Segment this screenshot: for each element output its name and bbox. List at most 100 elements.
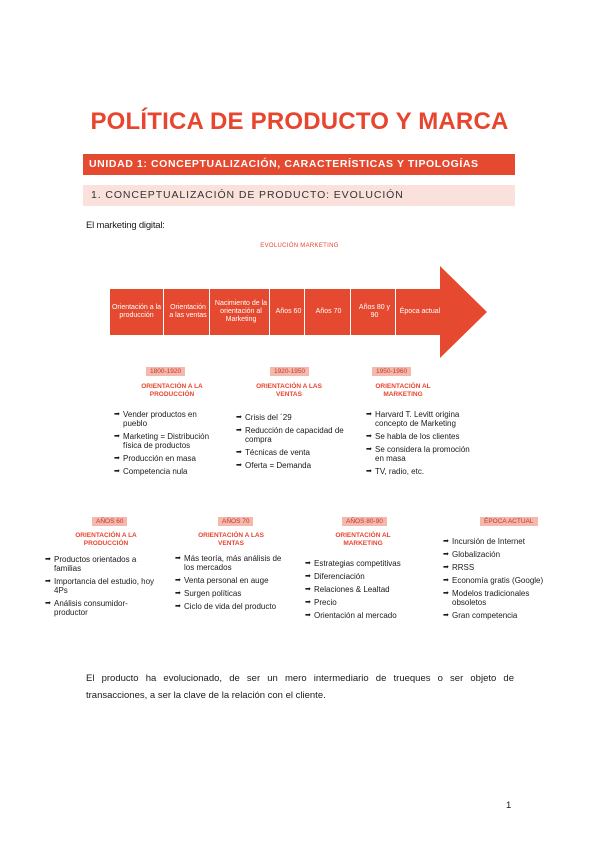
bullet-item: ➡Crisis del ´29 <box>236 413 351 422</box>
arrow-bullet-icon: ➡ <box>114 468 120 475</box>
bullet-text: Importancia del estudio, hoy 4Ps <box>54 577 155 595</box>
bullet-text: Crisis del ´29 <box>245 413 292 422</box>
bullet-text: Venta personal en auge <box>184 576 269 585</box>
stage-box: Nacimiento de la orientación al Marketin… <box>213 289 270 335</box>
arrow-bullet-icon: ➡ <box>366 446 372 453</box>
arrow-bullet-icon: ➡ <box>443 590 449 597</box>
period-heading: ORIENTACIÓN A LAS VENTAS <box>256 383 322 398</box>
bullet-text: Análisis consumidor-productor <box>54 599 128 617</box>
arrow-bullet-icon: ➡ <box>175 555 181 562</box>
period-bullet-list: ➡Harvard T. Levitt origina concepto de M… <box>366 410 474 480</box>
period-tag: 1950-1960 <box>372 367 412 376</box>
arrow-bullet-icon: ➡ <box>443 612 449 619</box>
stage-box: Años 80 y 90 <box>354 289 396 335</box>
bullet-item: ➡Precio <box>305 598 415 607</box>
arrow-bullet-icon: ➡ <box>114 411 120 418</box>
period-bullet-list: ➡Más teoría, más análisis de los mercado… <box>175 554 293 615</box>
bullet-text: Relaciones & Lealtad <box>314 585 390 594</box>
bullet-text: Técnicas de venta <box>245 448 310 457</box>
bullet-text: Se considera la promoción en masa <box>375 445 470 463</box>
bullet-item: ➡Estrategias competitivas <box>305 559 415 568</box>
period-heading: ORIENTACIÓN A LAS VENTAS <box>198 532 264 547</box>
arrow-bullet-icon: ➡ <box>114 433 120 440</box>
bullet-item: ➡Se habla de los clientes <box>366 432 474 441</box>
bullet-text: Más teoría, más análisis de los mercados <box>184 554 282 572</box>
bullet-item: ➡Globalización <box>443 550 553 559</box>
arrow-bullet-icon: ➡ <box>443 564 449 571</box>
bullet-item: ➡Técnicas de venta <box>236 448 351 457</box>
bullet-text: Ciclo de vida del producto <box>184 602 277 611</box>
arrow-bullet-icon: ➡ <box>45 556 51 563</box>
arrow-bullet-icon: ➡ <box>443 551 449 558</box>
bullet-item: ➡RRSS <box>443 563 553 572</box>
bullet-item: ➡Más teoría, más análisis de los mercado… <box>175 554 293 572</box>
bullet-text: Globalización <box>452 550 501 559</box>
arrow-bullet-icon: ➡ <box>305 586 311 593</box>
period-bullet-list: ➡Estrategias competitivas➡Diferenciación… <box>305 559 415 624</box>
stage-box: Época actual <box>398 289 442 335</box>
bullet-text: Economía gratis (Google) <box>452 576 544 585</box>
arrow-bullet-icon: ➡ <box>114 455 120 462</box>
bullet-item: ➡Venta personal en auge <box>175 576 293 585</box>
bullet-item: ➡Importancia del estudio, hoy 4Ps <box>45 577 157 595</box>
arrow-bullet-icon: ➡ <box>443 538 449 545</box>
arrow-bullet-icon: ➡ <box>45 578 51 585</box>
chart-title: EVOLUCIÓN MARKETING <box>260 243 339 249</box>
bullet-text: RRSS <box>452 563 475 572</box>
bullet-item: ➡Diferenciación <box>305 572 415 581</box>
arrow-bullet-icon: ➡ <box>175 577 181 584</box>
bullet-text: Gran competencia <box>452 611 518 620</box>
bullet-text: Modelos tradicionales obsoletos <box>452 589 530 607</box>
arrow-bullet-icon: ➡ <box>236 449 242 456</box>
arrow-bullet-icon: ➡ <box>305 612 311 619</box>
bullet-item: ➡Oferta = Demanda <box>236 461 351 470</box>
bullet-text: Productos orientados a familias <box>54 555 137 573</box>
bullet-text: Harvard T. Levitt origina concepto de Ma… <box>375 410 460 428</box>
bullet-item: ➡Modelos tradicionales obsoletos <box>443 589 553 607</box>
bullet-text: Competencia nula <box>123 467 188 476</box>
bullet-item: ➡Surgen políticas <box>175 589 293 598</box>
arrow-bullet-icon: ➡ <box>305 560 311 567</box>
period-bullet-list: ➡Incursión de Internet➡Globalización➡RRS… <box>443 537 553 624</box>
arrow-bullet-icon: ➡ <box>236 462 242 469</box>
conclusion-paragraph: El producto ha evolucionado, de ser un m… <box>86 673 514 701</box>
period-heading: ORIENTACIÓN AL MARKETING <box>335 532 391 547</box>
bullet-item: ➡Incursión de Internet <box>443 537 553 546</box>
bullet-item: ➡Análisis consumidor-productor <box>45 599 157 617</box>
arrow-bullet-icon: ➡ <box>175 590 181 597</box>
arrow-bullet-icon: ➡ <box>366 468 372 475</box>
stage-box: Orientación a las ventas <box>167 289 210 335</box>
period-heading: ORIENTACIÓN A LA PRODUCCIÓN <box>75 532 137 547</box>
unit-banner: UNIDAD 1: CONCEPTUALIZACIÓN, CARACTERÍST… <box>83 154 515 175</box>
period-tag: AÑOS 70 <box>218 517 254 526</box>
page-title: POLÍTICA DE PRODUCTO Y MARCA <box>90 108 509 135</box>
arrow-bullet-icon: ➡ <box>366 433 372 440</box>
bullet-item: ➡Vender productos en pueblo <box>114 410 214 428</box>
page-number: 1 <box>506 800 512 811</box>
bullet-text: TV, radio, etc. <box>375 467 425 476</box>
period-tag: 1920-1950 <box>270 367 310 376</box>
bullet-text: Oferta = Demanda <box>245 461 312 470</box>
period-tag: ÉPOCA ACTUAL <box>480 517 538 526</box>
bullet-text: Producción en masa <box>123 454 196 463</box>
bullet-item: ➡Producción en masa <box>114 454 214 463</box>
bullet-item: ➡Harvard T. Levitt origina concepto de M… <box>366 410 474 428</box>
period-heading: ORIENTACIÓN AL MARKETING <box>375 383 431 398</box>
bullet-item: ➡Orientación al mercado <box>305 611 415 620</box>
bullet-text: Estrategias competitivas <box>314 559 401 568</box>
bullet-item: ➡Se considera la promoción en masa <box>366 445 474 463</box>
arrow-bullet-icon: ➡ <box>236 414 242 421</box>
bullet-text: Marketing = Distribución física de produ… <box>123 432 210 450</box>
intro-text: El marketing digital: <box>86 220 165 231</box>
bullet-text: Surgen políticas <box>184 589 242 598</box>
period-tag: AÑOS 80-90 <box>342 517 387 526</box>
stage-box: Años 70 <box>307 289 351 335</box>
bullet-text: Reducción de capacidad de compra <box>245 426 344 444</box>
arrow-bullet-icon: ➡ <box>175 603 181 610</box>
arrow-bullet-icon: ➡ <box>443 577 449 584</box>
bullet-text: Orientación al mercado <box>314 611 397 620</box>
bullet-item: ➡Reducción de capacidad de compra <box>236 426 351 444</box>
arrow-bullet-icon: ➡ <box>305 573 311 580</box>
bullet-item: ➡Competencia nula <box>114 467 214 476</box>
bullet-item: ➡Marketing = Distribución física de prod… <box>114 432 214 450</box>
